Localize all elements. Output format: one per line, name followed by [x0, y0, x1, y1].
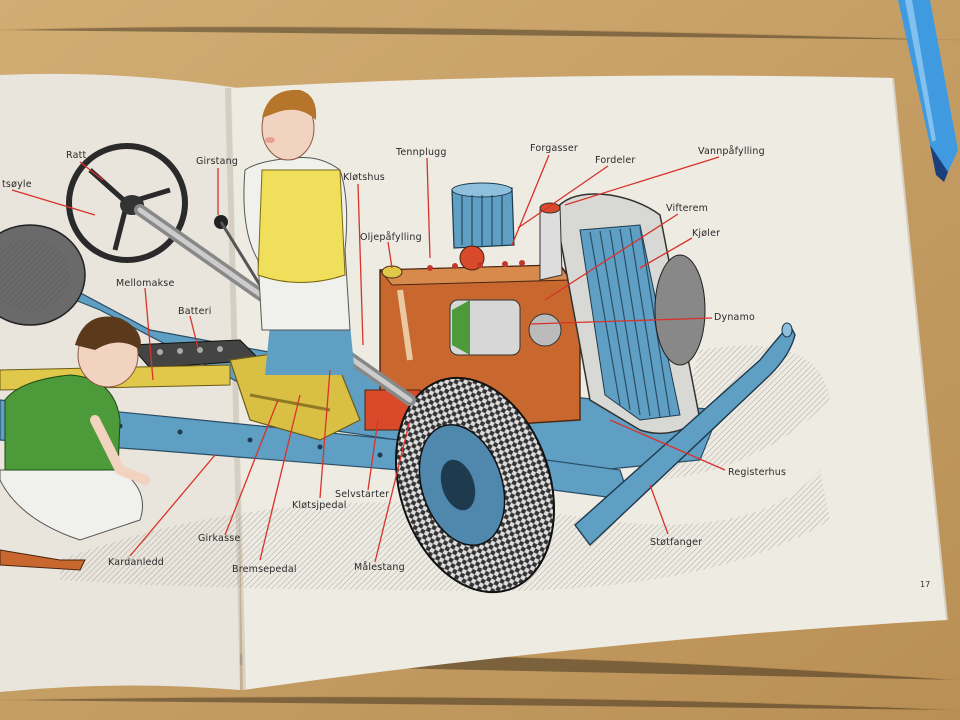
label-rattstamme: tsøyle [2, 179, 32, 190]
label-fordeler: Fordeler [595, 155, 636, 166]
crouching-boy [0, 316, 150, 571]
label-vifterem: Vifterem [666, 203, 708, 214]
page-number: 17 [920, 580, 930, 589]
leader-lines [11, 154, 726, 563]
label-forgasser: Forgasser [530, 143, 578, 154]
battery [128, 339, 262, 369]
label-tennplugg: Tennplugg [395, 147, 447, 158]
label-mellomakse: Mellomakse [116, 278, 175, 289]
tire-icon [394, 376, 556, 594]
label-girstang: Girstang [196, 156, 238, 167]
label-stotfanger: Støtfanger [650, 537, 702, 548]
label-malestang: Målestang [354, 562, 405, 573]
air-filter [381, 182, 525, 279]
label-batteri: Batteri [178, 306, 212, 317]
far-wheel [654, 254, 706, 366]
standing-boy [243, 89, 355, 375]
label-dynamo: Dynamo [714, 312, 755, 323]
bumper [574, 322, 796, 547]
label-klotshus: Kløtshus [343, 172, 385, 183]
label-kjoler: Kjøler [692, 228, 720, 239]
labels: tsøyle Ratt Girstang Kløtshus Tennplugg … [2, 143, 930, 589]
label-ratt: Ratt [66, 150, 87, 161]
label-registerhus: Registerhus [728, 467, 786, 478]
rear-wheel [0, 224, 86, 326]
label-kardanledd: Kardanledd [108, 557, 164, 568]
label-oljepafylling: Oljepåfylling [360, 232, 422, 243]
label-vannpafylling: Vannpåfylling [698, 146, 765, 157]
label-girkasse: Girkasse [198, 533, 240, 544]
label-klotsjpedal: Kløtsjpedal [292, 500, 347, 511]
label-selvstarter: Selvstarter [335, 489, 389, 500]
pen-icon [898, 0, 958, 182]
label-bremsepedal: Bremsepedal [232, 564, 297, 575]
